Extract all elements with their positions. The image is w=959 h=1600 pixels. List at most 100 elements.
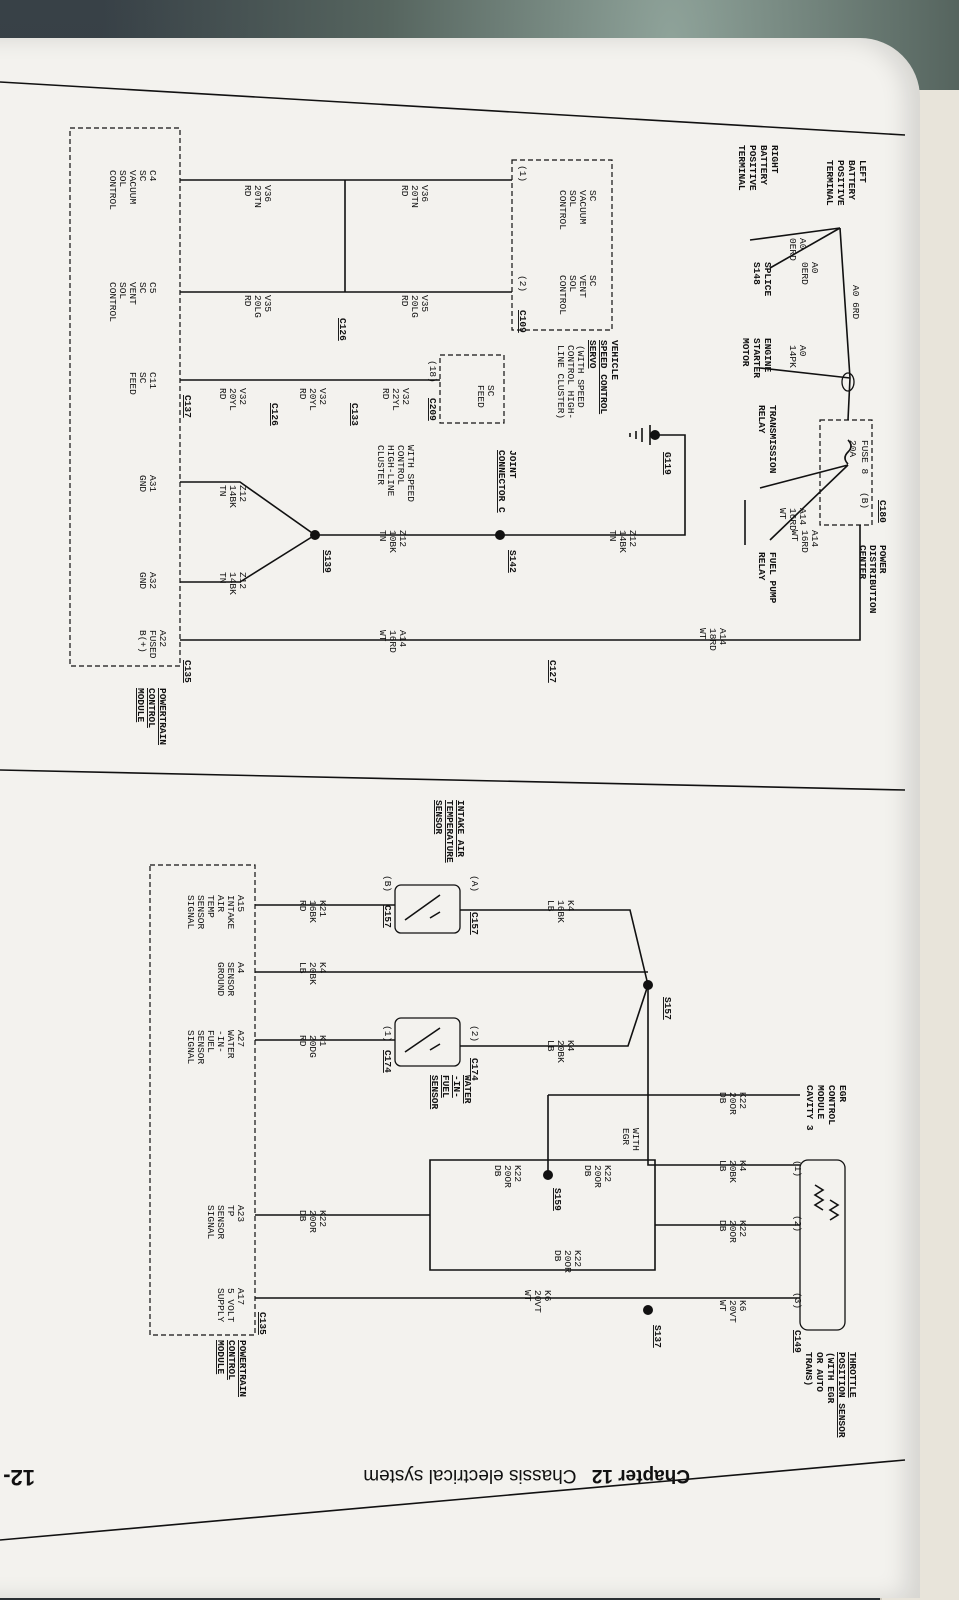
sc-feed-l1: SC — [485, 385, 496, 397]
c174b-label: C174 — [382, 1050, 393, 1073]
svg-text:A00ERD: A00ERD — [787, 238, 808, 261]
wire-k6-pcm-l2: 20VT — [532, 1290, 543, 1313]
wire-a14-18rd-l2: 18RD — [707, 628, 718, 651]
egr-l2: CONTROL — [826, 1085, 837, 1125]
wire-v36-rd-l2: 20TN — [409, 185, 420, 208]
wire-a0-0erd-1-l1: A0 — [797, 238, 808, 250]
svg-text:EGRCONTROLMODULECAVITY 3: EGRCONTROLMODULECAVITY 3 — [804, 1085, 848, 1131]
wire-a14-18rd-l1: A14 — [717, 628, 728, 645]
wire-a14-16grd-l3: WT — [777, 508, 788, 520]
egr-l3: MODULE — [815, 1085, 826, 1120]
trans-relay-l2: RELAY — [756, 405, 767, 434]
wire-k4-16-l3: LB — [545, 900, 556, 912]
wire-k4-20b-l3: LB — [545, 1040, 556, 1052]
wire-k4-tps-l2: 20BK — [727, 1160, 738, 1183]
wire-z12-mid-l2: 10BK — [387, 530, 398, 553]
pcm-c4-l1: C4 — [147, 170, 158, 182]
s137-label: S137 — [652, 1325, 663, 1348]
footer-title: Chassis electrical system — [363, 1465, 576, 1486]
servo-l3: SERVO — [587, 340, 598, 369]
iat-l1: INTAKE AIR — [455, 800, 466, 857]
footer-chapter: Chapter 12 — [592, 1465, 690, 1486]
tps-l5: TRANS) — [803, 1352, 814, 1386]
wire-z12-top-l1: Z12 — [627, 530, 638, 547]
wire-k21-l1: K21 — [317, 900, 328, 917]
pcm-a23-l1: A23 — [235, 1205, 246, 1222]
wire-z12-top-l3: TN — [607, 530, 618, 541]
left-battery-l4: TERMINAL — [824, 160, 835, 206]
svg-text:WATER-IN-FUELSENSOR: WATER-IN-FUELSENSOR — [429, 1075, 473, 1110]
pcm-a15-l3: AIR — [215, 895, 226, 912]
c137-label: C137 — [182, 395, 193, 418]
c127-label: C127 — [547, 660, 558, 683]
pcm-a15-l6: SIGNAL — [185, 895, 196, 930]
wire-a0-right — [749, 227, 841, 241]
pcm-a15-l2: INTAKE — [225, 895, 236, 930]
wire-v32-20b-l2: 20YL — [227, 388, 238, 411]
upper-diagram: LEFTBATTERYPOSITIVETERMINAL RIGHTBATTERY… — [69, 127, 888, 745]
iat-pin-b: (B) — [382, 875, 393, 892]
c180-label: C180 — [877, 500, 888, 523]
wire-a14-16rd-l1: A14 — [809, 530, 820, 547]
sc-feed-frame — [439, 354, 505, 424]
tps-pin2: (2) — [792, 1215, 803, 1232]
pcm-a23-l3: SENSOR — [215, 1205, 226, 1240]
wire-a14-16rd-l3: WT — [789, 530, 800, 542]
wire-a14-pcm-l2: 16RD — [387, 630, 398, 653]
wire-v32-20b-l1: V32 — [237, 388, 248, 405]
pcm-a15-l1: A15 — [235, 895, 246, 912]
svg-text:K420BKLB: K420BKLB — [545, 1040, 576, 1063]
pcm-a32-l2: GND — [137, 572, 148, 589]
svg-text:SCVACUUMSOLCONTROL: SCVACUUMSOLCONTROL — [557, 190, 598, 230]
svg-text:Z1214BKTN: Z1214BKTN — [217, 572, 248, 595]
wif-pin2: (2) — [469, 1025, 480, 1042]
wire-v32-22-l1: V32 — [400, 388, 411, 405]
svg-text:K2220ORDB: K2220ORDB — [717, 1092, 748, 1115]
pcm-a31-l1: A31 — [147, 475, 158, 492]
wire-k6-tps-l1: K6 — [737, 1300, 748, 1312]
wire-z12-l1-l3: TN — [217, 485, 228, 496]
svg-text:K420BKLB: K420BKLB — [717, 1160, 748, 1183]
wif-l3: FUEL — [440, 1075, 451, 1098]
svg-text:A27WATER-IN-FUELSENSORSIGNAL: A27WATER-IN-FUELSENSORSIGNAL — [185, 1030, 246, 1065]
pcm-c4-l4: SOL — [117, 170, 128, 187]
right-battery-l3: POSITIVE — [747, 145, 758, 191]
fuel-pump-l1: FUEL PUMP — [767, 552, 778, 604]
iat-thermistor-symbol — [404, 894, 441, 921]
wire-v36-b-l3: RD — [242, 185, 253, 197]
wire-a0-0erd-1-l2: 0ERD — [787, 238, 798, 261]
wire-k4-tps-l3: LB — [717, 1160, 728, 1172]
wire-k21-l3: RD — [297, 900, 308, 912]
svg-text:RIGHTBATTERYPOSITIVETERMINAL: RIGHTBATTERYPOSITIVETERMINAL — [736, 145, 780, 191]
pcm-title-b-l2: CONTROL — [226, 1340, 237, 1380]
pcm-a27-l1: A27 — [235, 1030, 246, 1047]
wire-z12-l2-l1: Z12 — [237, 572, 248, 589]
c149-label: C149 — [792, 1330, 803, 1353]
with-speed-l4: CLUSTER — [375, 445, 386, 485]
wif-sensor-body — [394, 1017, 461, 1067]
center-divider — [0, 769, 906, 791]
wire-a0-0erd-2-l2: 0ERD — [799, 262, 810, 285]
svg-text:LEFTBATTERYPOSITIVETERMINAL: LEFTBATTERYPOSITIVETERMINAL — [824, 160, 868, 206]
right-battery-l4: TERMINAL — [736, 145, 747, 191]
svg-text:V3220YLRD: V3220YLRD — [217, 388, 248, 411]
wire-z12-l2-l2: 14BK — [227, 572, 238, 595]
bottom-border — [0, 1459, 906, 1541]
pcm-a23-l4: SIGNAL — [205, 1205, 216, 1240]
c126b-label: C126 — [337, 318, 348, 341]
wire-k21-l2: 16BK — [307, 900, 318, 923]
svg-text:POWERTRAINCONTROLMODULE: POWERTRAINCONTROLMODULE — [215, 1340, 248, 1397]
sc-vacuum-l3: SOL — [567, 190, 578, 207]
right-battery-l1: RIGHT — [769, 145, 780, 174]
wire-v36-rd-l1: V36 — [419, 185, 430, 202]
svg-text:POWERDISTRIBUTIONCENTER: POWERDISTRIBUTIONCENTER — [857, 545, 888, 614]
wire-v36-b-l1: V36 — [262, 185, 273, 202]
pcm-c4-l5: CONTROL — [107, 170, 118, 210]
splice-s159 — [543, 1170, 553, 1180]
fuel-pump-l2: RELAY — [756, 552, 767, 581]
fuse-l1: FUSE 8 — [859, 440, 870, 475]
tps-l2: POSITION SENSOR — [836, 1352, 847, 1438]
svg-text:A4SENSORGROUND: A4SENSORGROUND — [215, 962, 246, 997]
pcm-c11-l2: SC — [137, 372, 148, 384]
pcm-a27-l3: -IN- — [215, 1030, 226, 1053]
